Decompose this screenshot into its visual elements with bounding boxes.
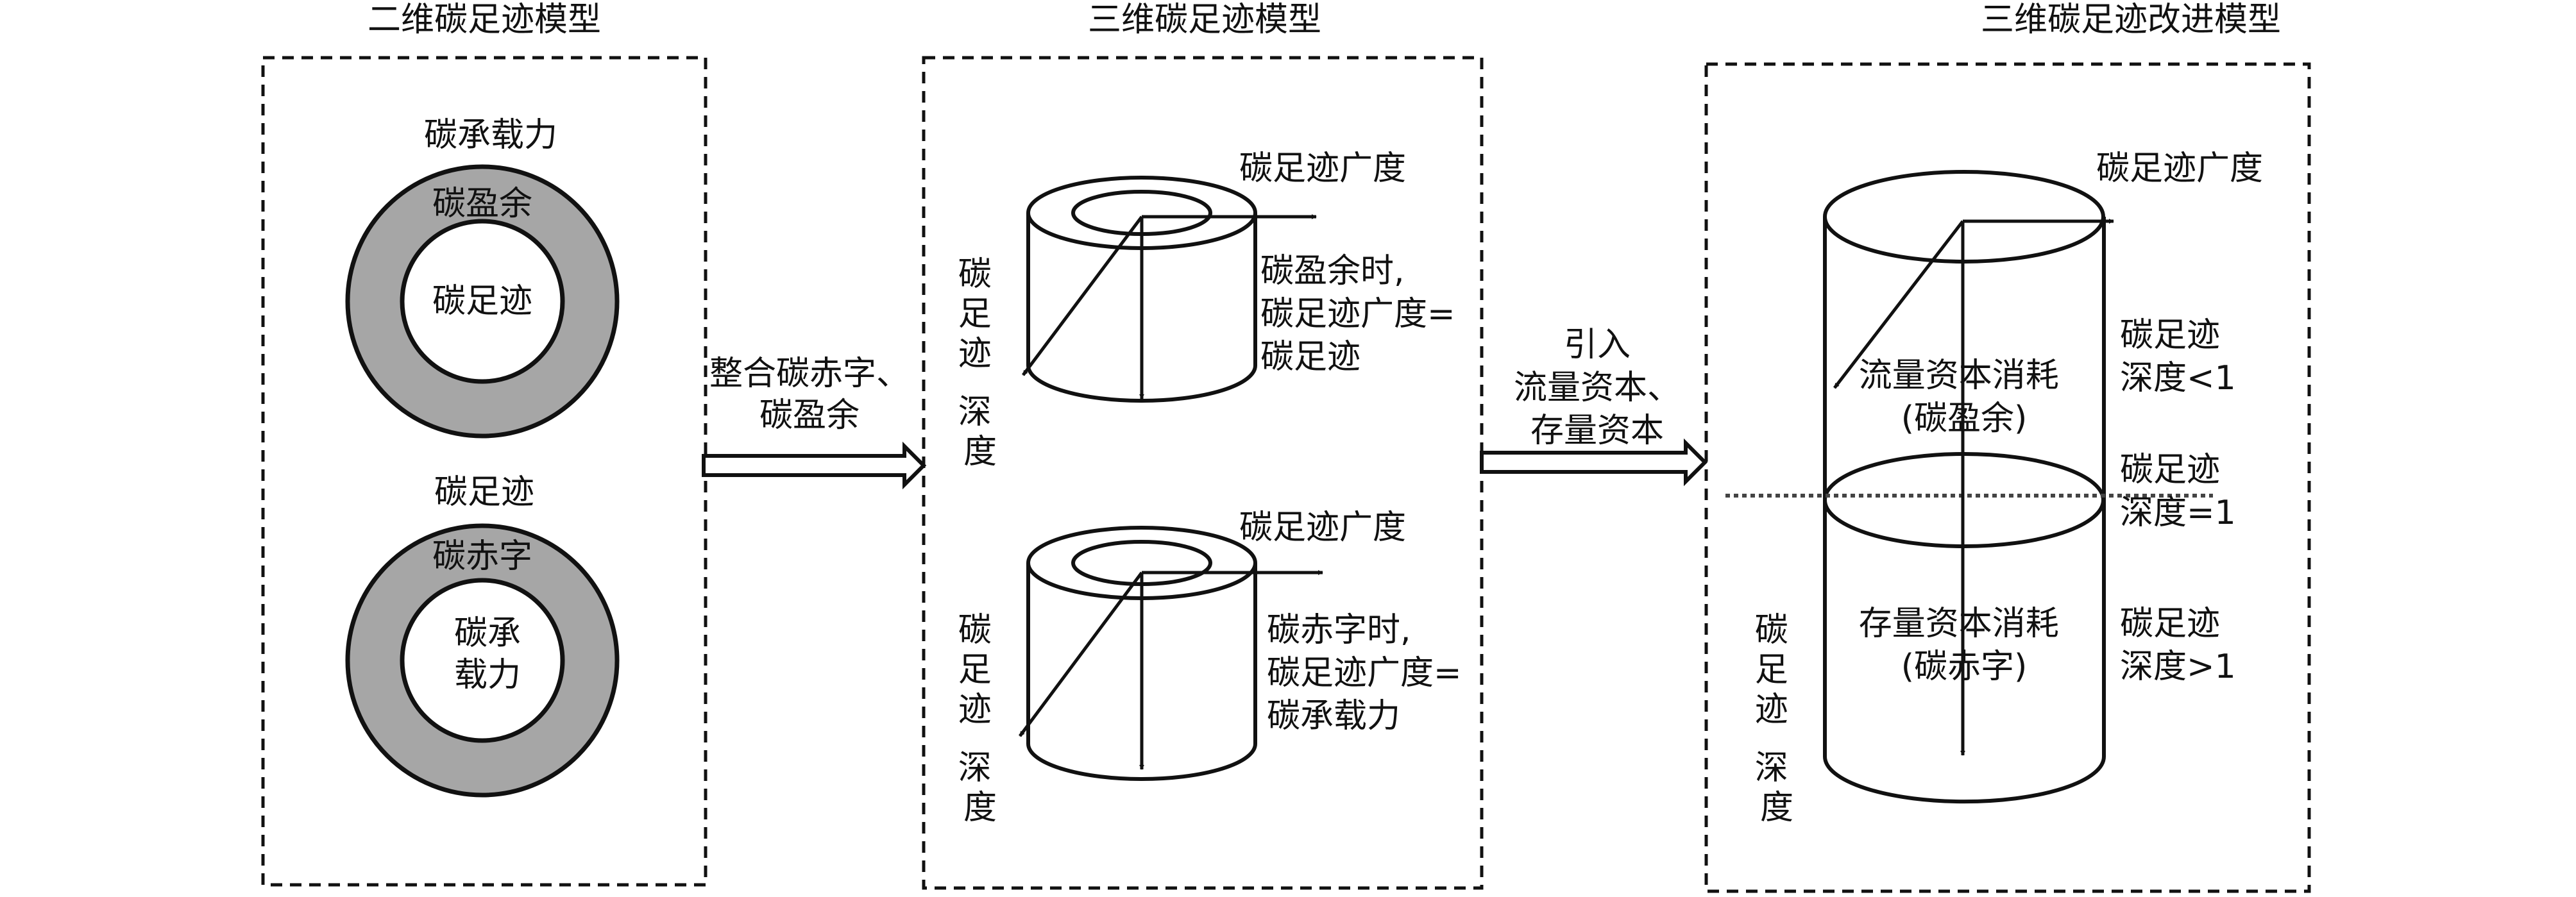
arrow-integrate-line2: 碳盈余 bbox=[759, 396, 860, 435]
cylinder-deficit bbox=[1018, 526, 1323, 781]
double-arrow-2 bbox=[1480, 438, 1708, 487]
diag-arrow-bottom bbox=[1018, 571, 1144, 737]
depth-label-bottom: 碳 足 迹 深 度 bbox=[958, 611, 1003, 827]
panel-improved-title: 三维碳足迹改进模型 bbox=[1981, 1, 2281, 39]
label-carbon-footprint-outer: 碳足迹 bbox=[434, 473, 534, 512]
breadth-label-right: 碳足迹广度 bbox=[2096, 149, 2263, 188]
arrow-integrate: 整合碳赤字、 碳盈余 bbox=[702, 355, 927, 490]
cylinder-surplus bbox=[1021, 176, 1317, 403]
panel-2d-title: 二维碳足迹模型 bbox=[368, 1, 601, 39]
arrow-introduce-line3: 存量资本 bbox=[1530, 412, 1664, 450]
cylinder-improved bbox=[1725, 170, 2213, 804]
diag-arrow-top bbox=[1021, 215, 1144, 376]
depth-less-than-one: 碳足迹 深度<1 bbox=[2120, 316, 2236, 398]
depth-greater-than-one: 碳足迹 深度>1 bbox=[2120, 605, 2236, 686]
flow-capital-label: 流量资本消耗 (碳盈余) bbox=[1859, 356, 2070, 438]
double-arrow-1 bbox=[702, 441, 927, 490]
breadth-label-bottom: 碳足迹广度 bbox=[1239, 508, 1406, 547]
label-carbon-carrying-capacity: 碳承载力 bbox=[424, 116, 557, 155]
label-carbon-surplus: 碳盈余 bbox=[432, 185, 532, 223]
label-capacity-line2: 载力 bbox=[454, 656, 521, 694]
arrow-introduce: 引入 流量资本、 存量资本 bbox=[1480, 326, 1708, 487]
diag-arrow-right bbox=[1833, 220, 1964, 389]
arrow-integrate-line1: 整合碳赤字、 bbox=[709, 355, 910, 393]
breadth-label-top: 碳足迹广度 bbox=[1239, 149, 1406, 188]
arrow-introduce-line2: 流量资本、 bbox=[1514, 369, 1681, 407]
label-capacity-line1: 碳承 bbox=[454, 614, 521, 653]
center-footprint bbox=[400, 219, 565, 384]
label-carbon-footprint-center: 碳足迹 bbox=[432, 282, 532, 321]
stock-capital-label: 存量资本消耗 (碳赤字) bbox=[1859, 605, 2070, 686]
depth-equal-one: 碳足迹 深度=1 bbox=[2120, 451, 2236, 532]
note-surplus: 碳盈余时, 碳足迹广度= 碳足迹 bbox=[1260, 252, 1466, 376]
panel-improved-frame bbox=[1704, 62, 2311, 893]
panel-3d-model: 三维碳足迹模型 碳足迹广度 碳 足 迹 深 度 碳盈余时, 碳足迹广度= 碳足迹 bbox=[922, 1, 1484, 890]
depth-label-top: 碳 足 迹 深 度 bbox=[958, 255, 1003, 471]
panel-2d-model: 二维碳足迹模型 碳承载力 碳盈余 碳足迹 碳足迹 碳赤字 碳承 载力 bbox=[261, 1, 708, 887]
center-capacity bbox=[400, 578, 565, 743]
panel-3d-title: 三维碳足迹模型 bbox=[1088, 1, 1321, 39]
label-carbon-deficit: 碳赤字 bbox=[432, 537, 532, 576]
panel-improved-model: 三维碳足迹改进模型 碳足迹广度 流量资本消耗 (碳盈余) 存量资本消耗 (碳赤字… bbox=[1704, 1, 2311, 893]
depth-label-right: 碳 足 迹 深 度 bbox=[1755, 611, 1799, 827]
note-deficit: 碳赤字时, 碳足迹广度= 碳承载力 bbox=[1267, 611, 1472, 735]
arrow-introduce-line1: 引入 bbox=[1564, 326, 1631, 364]
